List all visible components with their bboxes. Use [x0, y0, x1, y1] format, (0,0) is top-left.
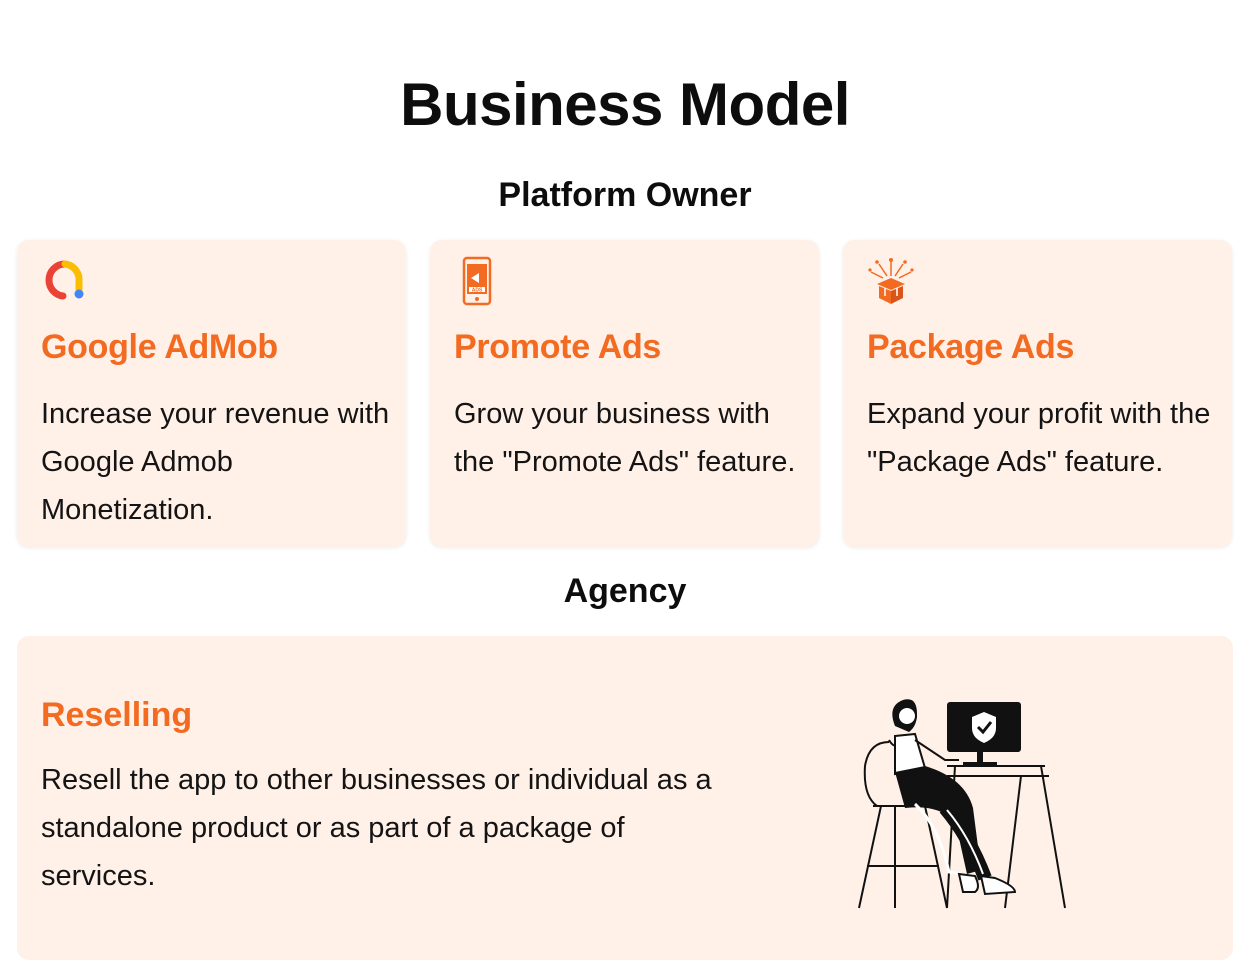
reselling-card: Reselling Resell the app to other busine… — [17, 636, 1233, 960]
card-title: Package Ads — [867, 328, 1075, 366]
package-ads-card: Package Ads Expand your profit with the … — [843, 240, 1232, 547]
page-title: Business Model — [400, 71, 850, 138]
platform-owner-heading: Platform Owner — [498, 176, 752, 214]
card-title: Promote Ads — [454, 328, 662, 366]
card-description: Grow your business with the "Promote Ads… — [454, 398, 796, 478]
gift-box-icon — [867, 256, 915, 306]
agency-heading: Agency — [563, 572, 687, 610]
card-description: Expand your profit with the "Package Ads… — [867, 398, 1211, 478]
google-admob-card: Google AdMob Increase your revenue with … — [17, 240, 406, 547]
card-description: Resell the app to other businesses or in… — [41, 764, 712, 892]
promote-ads-card: ADS Promote Ads Grow your business with … — [430, 240, 819, 547]
card-title: Reselling — [41, 696, 193, 734]
phone-ads-icon: ADS — [454, 256, 502, 306]
admob-logo-icon — [41, 256, 89, 306]
person-at-computer-illustration — [855, 696, 1071, 910]
card-title: Google AdMob — [41, 328, 278, 366]
svg-text:ADS: ADS — [472, 288, 483, 294]
card-description: Increase your revenue with Google Admob … — [41, 398, 390, 526]
